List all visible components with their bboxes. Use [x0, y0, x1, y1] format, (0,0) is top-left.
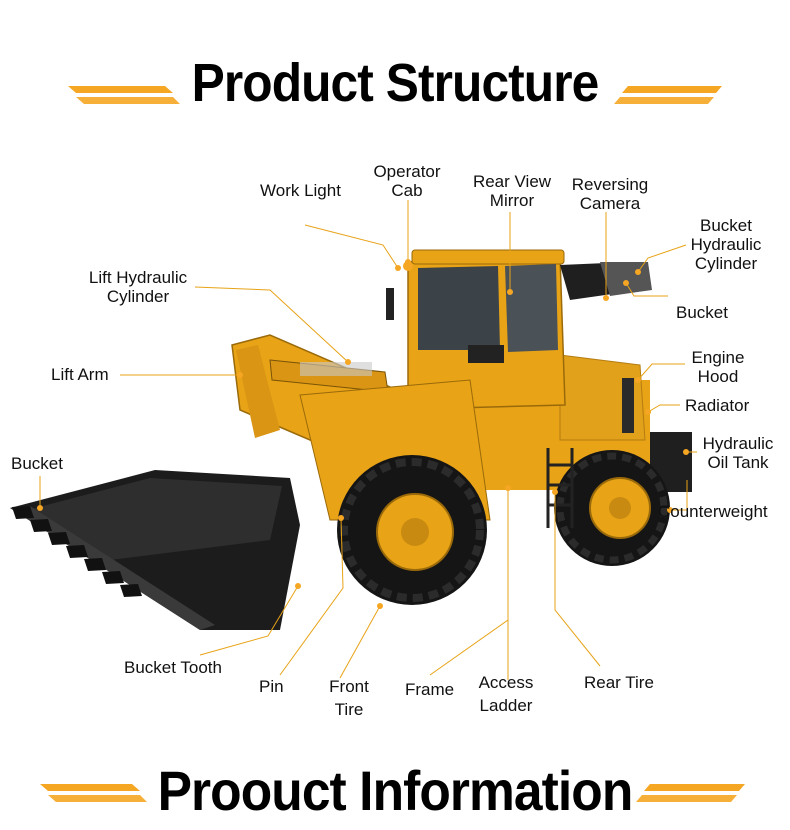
label-rear-view-mirror-line2: Mirror: [489, 191, 535, 210]
label-rear-view-mirror-line1: Rear View: [472, 172, 552, 191]
label-rear-tire: Rear Tire: [584, 673, 654, 692]
label-rear-view-mirror: Rear View Mirror: [462, 172, 562, 210]
label-engine-hood-line2: Hood: [697, 367, 739, 386]
label-engine-hood-line1: Engine: [691, 348, 745, 367]
label-hydraulic-oil-line1: Hydraulic: [702, 434, 774, 453]
label-access-ladder: Access Ladder: [468, 673, 544, 715]
label-lift-arm: Lift Arm: [51, 365, 109, 384]
label-pin: Pin: [259, 677, 284, 696]
label-operator-cab-line1: Operator: [373, 162, 441, 181]
leader-work-light: [304, 224, 399, 269]
label-access-ladder-line1: Access: [478, 673, 534, 692]
page-title: Product Structure: [191, 53, 600, 113]
label-operator-cab: Operator Cab: [362, 162, 452, 200]
label-reversing-camera-line1: Reversing: [571, 175, 649, 194]
label-bucket-hydraulic-line1: Bucket: [700, 216, 752, 235]
leader-front-tire: [339, 605, 381, 679]
label-front-tire-line1: Front: [329, 677, 369, 696]
leader-bucket-hydraulic: [637, 244, 687, 273]
leader-lift-hydraulic: [194, 286, 349, 363]
label-operator-cab-line2: Cab: [391, 181, 423, 200]
heading-accent-right-top: [614, 86, 722, 104]
label-bucket-tooth: Bucket Tooth: [124, 658, 222, 677]
leader-rear-tire: [554, 492, 601, 667]
front-tire: [337, 455, 487, 605]
label-bucket-hydraulic-line3: Cylinder: [694, 254, 758, 273]
label-hydraulic-oil-tank: Hydraulic Oil Tank: [692, 434, 784, 472]
label-work-light: Work Light: [260, 181, 341, 200]
rear-tire: [554, 450, 670, 566]
label-bucket-right: Bucket: [676, 303, 728, 322]
label-radiator: Radiator: [685, 396, 750, 415]
heading-accent-left-bottom: [40, 784, 147, 802]
label-hydraulic-oil-line2: Oil Tank: [707, 453, 769, 472]
label-bucket-hydraulic-line2: Hydraulic: [690, 235, 762, 254]
leader-lines: [39, 200, 697, 680]
label-reversing-camera: Reversing Camera: [560, 175, 660, 213]
label-lift-hydraulic-cylinder: Lift Hydraulic Cylinder: [78, 268, 198, 306]
leader-pin: [279, 517, 344, 676]
label-frame: Frame: [405, 680, 455, 699]
label-access-ladder-line2: Ladder: [479, 696, 533, 715]
bucket-teeth: [12, 506, 142, 597]
leader-dots: [37, 259, 689, 609]
label-counterweight: Counterweight: [658, 502, 768, 521]
access-ladder: [546, 448, 574, 528]
wheel-loader-illustration: [10, 249, 692, 630]
label-lift-hydraulic-line2: Cylinder: [106, 287, 170, 306]
label-bucket-hydraulic-cylinder: Bucket Hydraulic Cylinder: [678, 216, 774, 273]
leader-engine-hood: [637, 363, 685, 381]
footer-title: Proouct Information: [157, 759, 634, 822]
label-bucket-left: Bucket: [11, 454, 63, 473]
heading-accent-right-bottom: [636, 784, 745, 802]
heading-accent-left-top: [68, 86, 180, 104]
leader-bucket-tooth: [199, 585, 299, 656]
leader-bucket-right: [625, 282, 668, 297]
label-engine-hood: Engine Hood: [680, 348, 756, 386]
leader-counterweight: [670, 480, 688, 511]
label-front-tire-line2: Tire: [334, 700, 364, 719]
label-lift-hydraulic-line1: Lift Hydraulic: [88, 268, 188, 287]
label-front-tire: Front Tire: [318, 677, 380, 719]
leader-radiator: [647, 404, 680, 413]
label-reversing-camera-line2: Camera: [579, 194, 641, 213]
